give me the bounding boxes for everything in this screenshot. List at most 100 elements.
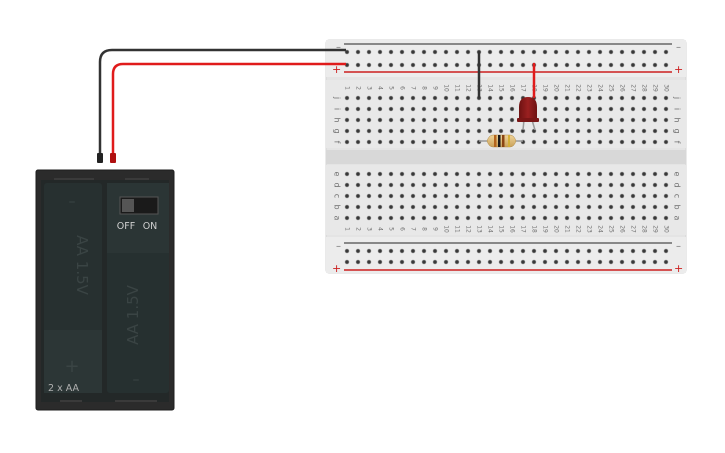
breadboard-hole[interactable] [630,171,636,177]
breadboard-hole[interactable] [487,204,493,210]
breadboard-hole[interactable] [344,117,350,123]
breadboard-hole[interactable] [652,128,658,134]
breadboard-hole[interactable] [432,128,438,134]
breadboard-hole[interactable] [509,182,515,188]
breadboard-hole[interactable] [564,62,570,68]
breadboard-hole[interactable] [542,259,548,265]
breadboard-hole[interactable] [619,215,625,221]
breadboard-hole[interactable] [410,49,416,55]
breadboard-hole[interactable] [421,117,427,123]
breadboard-hole[interactable] [597,193,603,199]
breadboard-hole[interactable] [454,128,460,134]
breadboard-hole[interactable] [630,204,636,210]
breadboard-hole[interactable] [641,106,647,112]
power-switch[interactable] [119,196,159,215]
breadboard-hole[interactable] [542,171,548,177]
breadboard-hole[interactable] [619,62,625,68]
breadboard-hole[interactable] [377,106,383,112]
breadboard-hole[interactable] [344,259,350,265]
breadboard-hole[interactable] [630,182,636,188]
breadboard-hole[interactable] [586,128,592,134]
breadboard-hole[interactable] [344,139,350,145]
breadboard-hole[interactable] [619,248,625,254]
breadboard-hole[interactable] [575,171,581,177]
breadboard-hole[interactable] [498,62,504,68]
breadboard-hole[interactable] [421,215,427,221]
breadboard-hole[interactable] [377,139,383,145]
breadboard-hole[interactable] [366,259,372,265]
breadboard-hole[interactable] [575,204,581,210]
breadboard-hole[interactable] [597,259,603,265]
breadboard-hole[interactable] [399,95,405,101]
breadboard-hole[interactable] [355,139,361,145]
breadboard-hole[interactable] [663,182,669,188]
breadboard-hole[interactable] [377,182,383,188]
breadboard-hole[interactable] [465,139,471,145]
breadboard-hole[interactable] [652,117,658,123]
breadboard-hole[interactable] [498,215,504,221]
breadboard-hole[interactable] [608,259,614,265]
breadboard-hole[interactable] [597,171,603,177]
breadboard-hole[interactable] [608,182,614,188]
breadboard-hole[interactable] [509,95,515,101]
breadboard-hole[interactable] [366,117,372,123]
breadboard-hole[interactable] [663,259,669,265]
breadboard-hole[interactable] [509,171,515,177]
breadboard-hole[interactable] [641,204,647,210]
breadboard-hole[interactable] [454,215,460,221]
breadboard-hole[interactable] [366,215,372,221]
breadboard-hole[interactable] [520,62,526,68]
breadboard-hole[interactable] [443,259,449,265]
breadboard-hole[interactable] [663,215,669,221]
breadboard-hole[interactable] [652,204,658,210]
breadboard-hole[interactable] [366,106,372,112]
breadboard-hole[interactable] [509,62,515,68]
breadboard-hole[interactable] [608,193,614,199]
breadboard-hole[interactable] [443,106,449,112]
breadboard-hole[interactable] [663,128,669,134]
breadboard-hole[interactable] [443,204,449,210]
breadboard-hole[interactable] [509,215,515,221]
breadboard-hole[interactable] [553,248,559,254]
breadboard-hole[interactable] [344,248,350,254]
breadboard-hole[interactable] [355,128,361,134]
breadboard-hole[interactable] [410,182,416,188]
breadboard-hole[interactable] [355,49,361,55]
breadboard-hole[interactable] [465,248,471,254]
breadboard-hole[interactable] [388,171,394,177]
breadboard-hole[interactable] [575,139,581,145]
breadboard-hole[interactable] [410,215,416,221]
breadboard-hole[interactable] [388,128,394,134]
breadboard-hole[interactable] [608,128,614,134]
breadboard-hole[interactable] [399,49,405,55]
breadboard-hole[interactable] [619,49,625,55]
breadboard-hole[interactable] [520,49,526,55]
breadboard-hole[interactable] [509,248,515,254]
breadboard-hole[interactable] [608,215,614,221]
breadboard-hole[interactable] [498,117,504,123]
breadboard-hole[interactable] [509,106,515,112]
breadboard-hole[interactable] [586,106,592,112]
breadboard-hole[interactable] [586,182,592,188]
breadboard-hole[interactable] [663,193,669,199]
breadboard-hole[interactable] [465,215,471,221]
breadboard-hole[interactable] [564,128,570,134]
breadboard-hole[interactable] [399,259,405,265]
breadboard-hole[interactable] [465,62,471,68]
breadboard-hole[interactable] [553,95,559,101]
breadboard-hole[interactable] [652,95,658,101]
breadboard-hole[interactable] [487,49,493,55]
breadboard-hole[interactable] [608,62,614,68]
breadboard-hole[interactable] [421,62,427,68]
breadboard-hole[interactable] [630,193,636,199]
breadboard-hole[interactable] [476,117,482,123]
breadboard-hole[interactable] [388,248,394,254]
breadboard-hole[interactable] [421,204,427,210]
breadboard-hole[interactable] [432,193,438,199]
breadboard-hole[interactable] [465,49,471,55]
breadboard-hole[interactable] [531,139,537,145]
breadboard-hole[interactable] [410,171,416,177]
breadboard-hole[interactable] [443,182,449,188]
breadboard-hole[interactable] [597,117,603,123]
breadboard-hole[interactable] [443,248,449,254]
